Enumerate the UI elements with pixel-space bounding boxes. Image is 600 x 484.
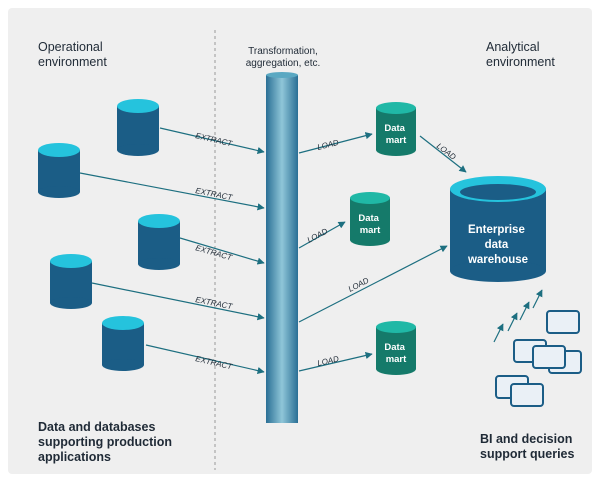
data-mart-label: mart [386, 135, 407, 146]
load-arrow-5 [419, 135, 467, 173]
load-label: LOAD [316, 354, 339, 368]
load-arrow-4 [298, 351, 373, 372]
bi-arrow-3 [519, 301, 530, 321]
bi-arrow-1 [493, 323, 504, 343]
bi-arrow-4 [532, 289, 543, 309]
extract-label: EXTRACT [195, 186, 234, 202]
extract-label: EXTRACT [194, 243, 233, 262]
load-arrow-2 [298, 221, 346, 249]
load-arrow-3 [298, 245, 448, 323]
bi-queries-label: BI and decision support queries [480, 432, 575, 461]
sources-label: Data and databases supporting production… [38, 420, 173, 464]
data-mart-label: Data [384, 342, 405, 353]
data-mart: Data mart [376, 102, 416, 156]
extract-label: EXTRACT [195, 295, 234, 311]
source-database [138, 214, 180, 270]
extract-arrows [79, 127, 265, 375]
analytical-environment-label: Analytical environment [486, 40, 555, 69]
data-mart-label: mart [360, 225, 381, 236]
extract-label: EXTRACT [195, 354, 234, 371]
warehouse-label: Enterprise [468, 224, 525, 236]
data-mart-label: Data [358, 213, 379, 224]
load-label: LOAD [316, 138, 340, 152]
source-database [102, 316, 144, 371]
query-window [546, 310, 580, 334]
data-mart-label: mart [386, 354, 407, 365]
svg-text:Data mart: Data mart [384, 342, 407, 365]
extract-label: EXTRACT [195, 131, 234, 148]
query-window [510, 383, 544, 407]
operational-environment-label: Operational environment [38, 40, 107, 69]
transformation-pipe [266, 75, 298, 423]
source-database [38, 143, 80, 198]
extract-arrow-4 [91, 282, 265, 321]
warehouse-label: data [485, 239, 509, 251]
query-window [532, 345, 566, 369]
data-mart: Data mart [376, 321, 416, 375]
load-label: LOAD [306, 226, 330, 244]
bi-query-windows [495, 310, 582, 407]
extract-arrow-1 [159, 127, 265, 155]
transformation-pipe-top [266, 72, 298, 78]
load-label: LOAD [435, 141, 458, 161]
svg-text:Data mart: Data mart [358, 213, 381, 236]
bi-query-arrows [493, 289, 543, 343]
svg-text:Enterprise data: Enterprise data warehouse [467, 224, 528, 266]
load-arrow-1 [298, 132, 373, 154]
svg-text:Data mart: Data mart [384, 123, 407, 146]
data-mart-label: Data [384, 123, 405, 134]
extract-arrow-2 [79, 172, 265, 211]
extract-arrow-5 [145, 344, 265, 375]
load-arrows [298, 132, 467, 372]
warehouse-label: warehouse [467, 254, 528, 266]
transformation-label: Transformation, aggregation, etc. [245, 46, 321, 69]
extract-arrow-3 [179, 237, 265, 265]
source-database [50, 254, 92, 309]
source-database [117, 99, 159, 156]
bi-arrow-2 [507, 312, 518, 332]
enterprise-data-warehouse: Enterprise data warehouse [450, 176, 546, 282]
data-mart: Data mart [350, 192, 390, 246]
